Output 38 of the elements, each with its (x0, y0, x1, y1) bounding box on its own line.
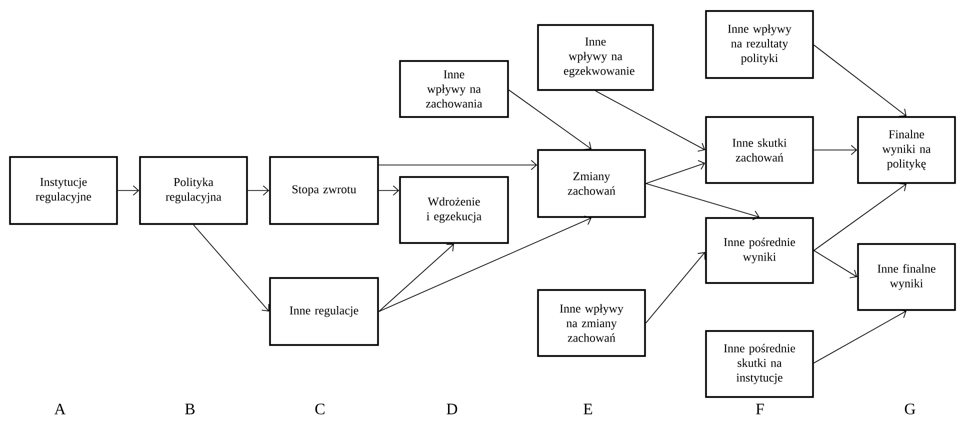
arrow (378, 160, 538, 170)
arrow (193, 224, 270, 312)
process-box: Zmiany zachowań (537, 149, 646, 218)
column-letter: G (904, 404, 916, 414)
process-box: Instytucje regulacyjne (9, 156, 118, 225)
process-box: Inne wpływy na rezultaty polityki (705, 10, 814, 79)
arrow (645, 183, 760, 220)
arrow (645, 160, 706, 184)
arrow (508, 90, 592, 150)
process-box: Polityka regulacyjna (139, 156, 248, 225)
process-box: Wdrożenie i egzekucja (399, 176, 509, 244)
arrow (378, 244, 454, 312)
column-letter: E (584, 404, 592, 414)
process-box: Inne pośrednie wyniki (705, 217, 814, 284)
arrow (813, 183, 906, 251)
arrow (378, 185, 400, 196)
process-box: Inne wpływy na zmiany zachowań (537, 289, 646, 357)
process-box: Inne wpływy na zachowania (399, 60, 509, 118)
column-letter: B (185, 404, 195, 414)
arrow (813, 250, 858, 278)
arrow (378, 216, 592, 312)
process-box: Inne regulacje (269, 277, 379, 346)
arrow (117, 185, 140, 196)
process-box: Stopa zwrotu (269, 156, 379, 225)
process-box: Inne pośrednie skutki na instytucje (705, 330, 814, 398)
arrow (813, 144, 858, 156)
process-box: Inne finalne wyniki (857, 243, 956, 311)
column-letter: C (315, 404, 324, 414)
process-box: Inne wpływy na egzekwowanie (537, 24, 654, 91)
arrow (813, 44, 907, 117)
column-letter: A (54, 404, 66, 414)
arrow (813, 309, 906, 364)
process-box: Finalne wyniki na politykę (857, 116, 956, 184)
process-box: Inne skutki zachowań (705, 116, 814, 184)
column-letter: D (446, 404, 458, 414)
arrow (595, 90, 706, 152)
arrow (247, 185, 270, 196)
arrow (645, 252, 706, 324)
